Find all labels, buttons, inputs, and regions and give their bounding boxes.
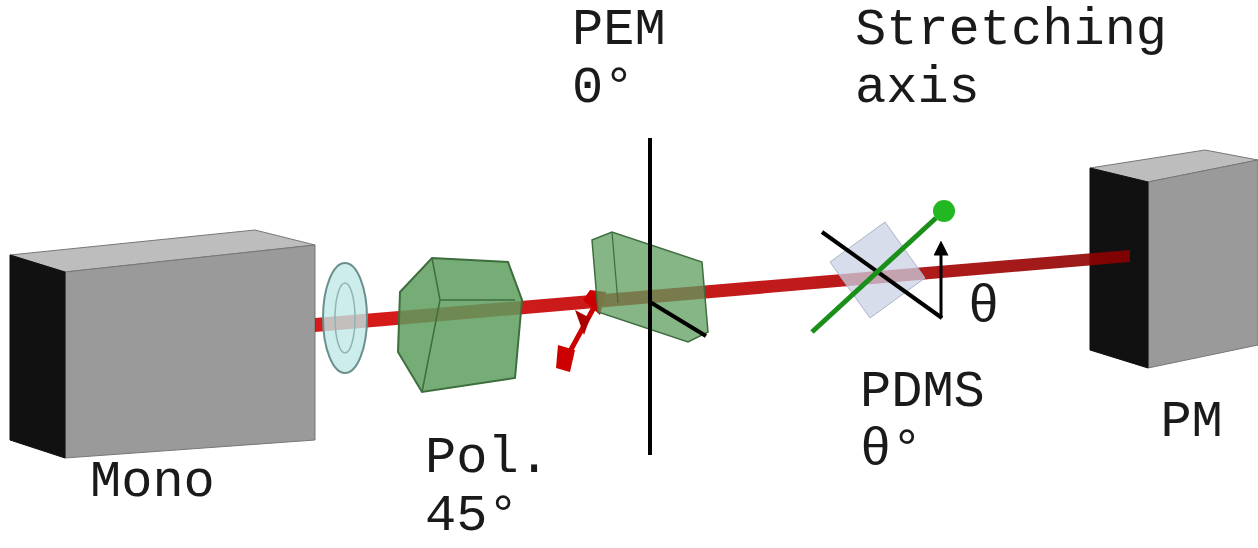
theta-arrow bbox=[940, 248, 943, 318]
polarizer-edge bbox=[422, 300, 440, 392]
polarizer-body bbox=[398, 258, 522, 392]
part-label: PDMS θ° bbox=[860, 364, 1016, 480]
part-label: θ bbox=[968, 279, 1030, 337]
polarization-head bbox=[556, 345, 575, 372]
monochromator-box bbox=[10, 230, 315, 458]
polarizer-edge bbox=[432, 258, 515, 300]
stretching-axis-ball bbox=[933, 200, 955, 222]
pem-axis bbox=[648, 138, 652, 455]
photoelastic-modulator bbox=[592, 138, 708, 455]
polarization-head bbox=[575, 310, 590, 335]
lens-ring bbox=[335, 283, 355, 353]
pem-edge bbox=[612, 232, 618, 303]
part-label: PM bbox=[1160, 394, 1254, 452]
pm-front-face bbox=[1148, 160, 1258, 368]
part-label: Pol. 45° bbox=[425, 430, 581, 546]
mono-front-face bbox=[65, 245, 315, 458]
pdms-sample bbox=[812, 200, 955, 332]
pem-axis bbox=[650, 302, 706, 336]
polarizer bbox=[398, 258, 522, 392]
part-label: Stretching axis bbox=[855, 2, 1183, 118]
mono-side-face bbox=[10, 255, 65, 458]
part-label: PEM 0° bbox=[572, 2, 697, 118]
stretching-axis-line bbox=[812, 218, 936, 332]
lens bbox=[323, 263, 367, 373]
pm-side-face bbox=[1090, 168, 1148, 368]
part-label: Mono bbox=[90, 454, 246, 512]
